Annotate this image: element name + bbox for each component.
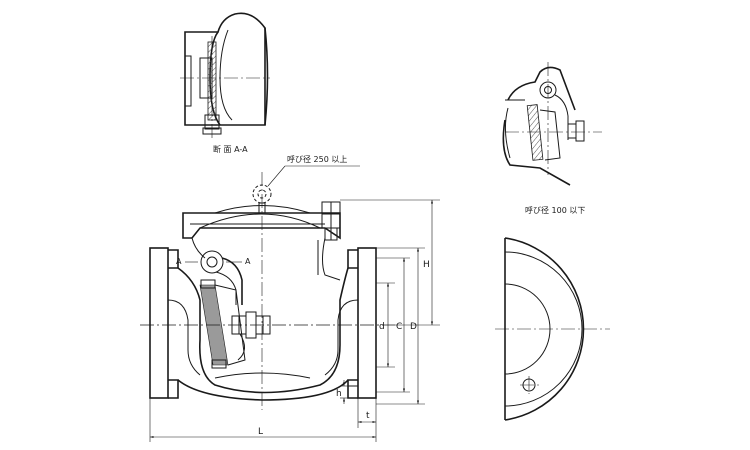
small-size-hinge-detail	[502, 62, 602, 186]
small-size-note-text: 呼び径 100 以下	[525, 205, 585, 215]
dim-d-small: d	[379, 322, 385, 332]
section-a-a-detail: 断 面 A-A	[180, 12, 270, 154]
dim-l: L	[258, 427, 263, 437]
dim-h-small: h	[336, 389, 342, 399]
section-mark-right: A	[245, 257, 251, 266]
dimension-lines: H d C D h t L	[149, 199, 440, 442]
section-mark-left: A	[176, 257, 182, 266]
valve-body	[140, 172, 395, 410]
side-view	[495, 237, 610, 421]
large-size-note: 呼び径 250 以上	[267, 154, 360, 187]
section-a-a-label: 断 面 A-A	[213, 144, 248, 154]
section-markers: A A	[176, 257, 251, 266]
dim-h-upper: H	[423, 260, 430, 270]
dim-c: C	[396, 322, 402, 332]
dim-d-large: D	[410, 322, 417, 332]
dim-t: t	[366, 411, 370, 421]
large-size-note-text: 呼び径 250 以上	[287, 154, 347, 164]
